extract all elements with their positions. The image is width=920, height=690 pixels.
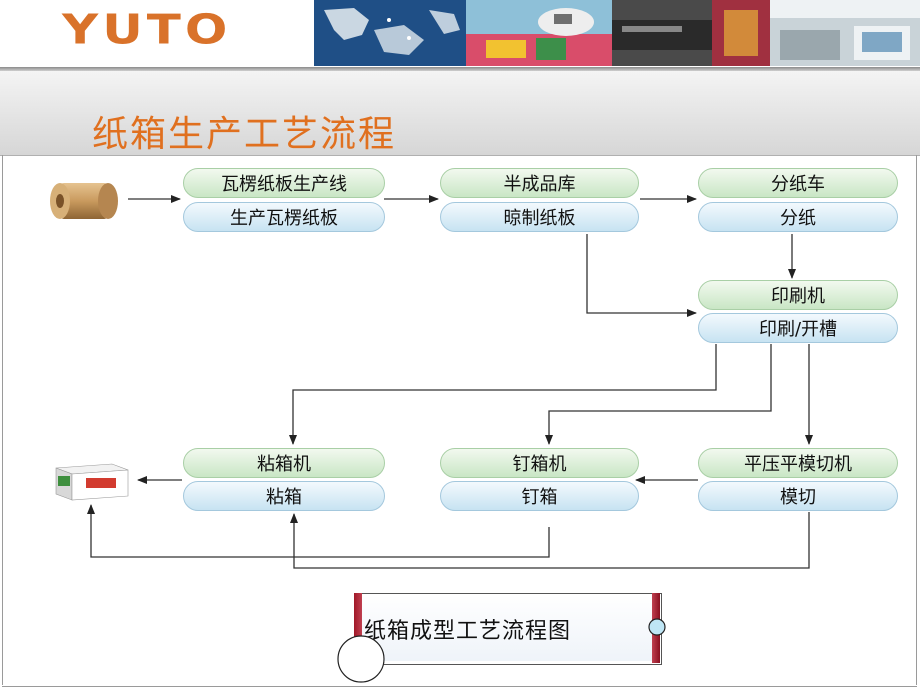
- warehouse-label: 半成品库: [440, 168, 639, 198]
- gluer-process-label: 粘箱: [183, 481, 385, 511]
- frame-right: [916, 155, 917, 685]
- printing-press-image: [612, 0, 770, 66]
- stitcher-machine-label: 钉箱机: [440, 448, 639, 478]
- paper-roll-icon: [50, 183, 118, 219]
- corrugator-machine-label: 瓦楞纸板生产线: [183, 168, 385, 198]
- warehouse-process-label: 晾制纸板: [440, 202, 639, 232]
- header-divider: [0, 67, 920, 71]
- slitter-process-label: 分纸: [698, 202, 898, 232]
- diagram-caption: 纸箱成型工艺流程图: [364, 619, 572, 644]
- arrow-warehouse-to-printer: [586, 234, 697, 317]
- slitter-machine-label: 分纸车: [698, 168, 898, 198]
- caption-edge-left: [354, 593, 362, 663]
- diagram-caption-box: [354, 593, 662, 665]
- carton-box-icon: [55, 463, 129, 501]
- printer-machine-label: 印刷机: [698, 280, 898, 310]
- frame-left: [2, 155, 3, 685]
- world-map-image: [314, 0, 466, 66]
- frame-bottom: [2, 686, 917, 687]
- gluer-machine-label: 粘箱机: [183, 448, 385, 478]
- corrugator-process-label: 生产瓦楞纸板: [183, 202, 385, 232]
- arrow-printer-to-stitcher: [545, 344, 772, 445]
- slide-title: 纸箱生产工艺流程: [92, 114, 397, 155]
- caption-edge-right: [652, 593, 660, 663]
- brand-logo: YUTO: [62, 6, 232, 54]
- factory-image: [770, 0, 920, 66]
- printer-process-label: 印刷/开槽: [698, 313, 898, 343]
- stitcher-process-label: 钉箱: [440, 481, 639, 511]
- header: YUTO: [0, 0, 920, 70]
- diecutter-machine-label: 平压平模切机: [698, 448, 898, 478]
- arrow-diecutter-to-gluer: [290, 512, 810, 569]
- arrow-stitcher-to-box: [87, 504, 550, 558]
- arrow-printer-to-gluer: [289, 344, 717, 445]
- diecutter-process-label: 模切: [698, 481, 898, 511]
- color-meter-image: [466, 0, 612, 66]
- title-band: [0, 71, 920, 156]
